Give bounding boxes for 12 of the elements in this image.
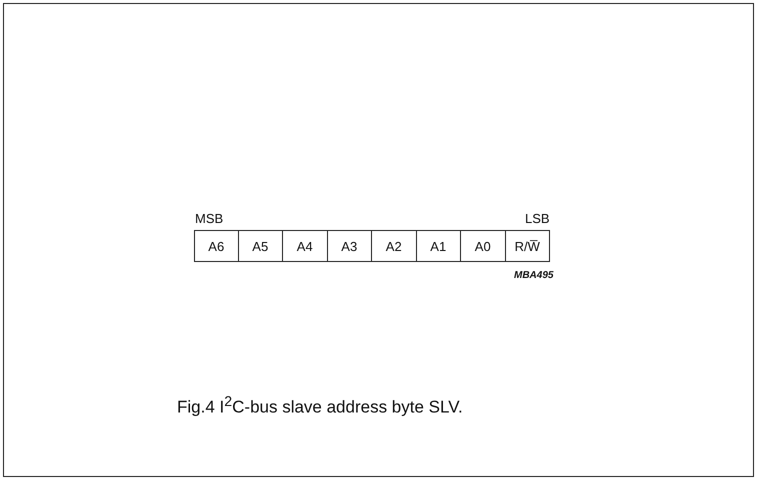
bit-cell: R/W̅: [506, 230, 550, 262]
figure-code: MBA495: [514, 270, 554, 281]
bit-cell: A5: [238, 230, 283, 262]
bit-cell: A1: [416, 230, 461, 262]
bit-cell: A0: [461, 230, 506, 262]
bit-cell: A4: [283, 230, 328, 262]
bit-order-label: LSB: [525, 211, 550, 226]
bit-order-label: MSB: [195, 211, 224, 226]
bit-cell: A3: [328, 230, 372, 262]
bit-cell: A6: [194, 230, 238, 262]
bit-cell: A2: [372, 230, 416, 262]
figure-caption: Fig.4 I$^{2}$C-bus slave address byte SLV.: [177, 394, 463, 418]
